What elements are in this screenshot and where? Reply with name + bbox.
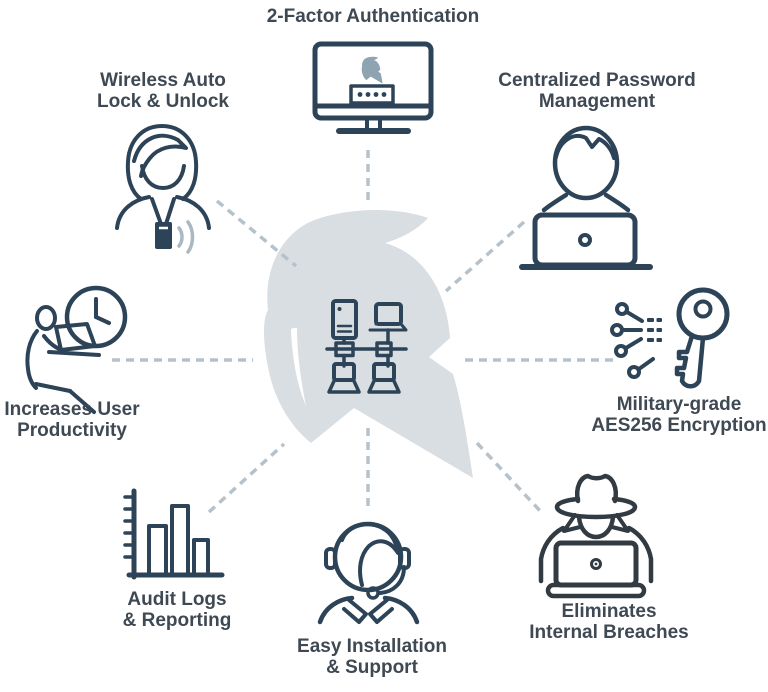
label-audit-logs-reporting: Audit Logs & Reporting (122, 589, 232, 631)
label-centralized-password-management: Centralized Password Management (498, 70, 696, 112)
productivity-clock-icon (25, 285, 128, 414)
label-eliminates-internal-breaches: Eliminates Internal Breaches (529, 601, 689, 643)
connector-top-left (215, 199, 298, 268)
label-easy-installation-support: Easy Installation & Support (297, 636, 447, 678)
user-laptop-icon (519, 125, 653, 270)
dashed-connector-lines (112, 150, 618, 516)
connector-bottom-right (475, 441, 545, 516)
connector-top-right (444, 220, 526, 293)
employee-keyfob-icon (115, 124, 211, 254)
monitor-password-icon (312, 41, 434, 134)
wireless-waves (177, 226, 184, 248)
keyfob (155, 222, 172, 249)
connector-bottom-left (207, 442, 286, 514)
support-headset-icon (317, 521, 420, 625)
label-wireless-auto-lock-unlock: Wireless Auto Lock & Unlock (97, 70, 229, 112)
bar-chart-icon (123, 488, 225, 580)
network-diagram-icon (325, 299, 408, 394)
spy-laptop-icon (538, 473, 654, 599)
label-two-factor-authentication: 2-Factor Authentication (266, 6, 480, 27)
label-military-grade-aes256-encryption: Military-grade AES256 Encryption (591, 394, 767, 436)
encryption-key-icon (610, 287, 730, 389)
spartan-helmet-screen-logo (361, 56, 383, 84)
label-increases-user-productivity: Increases User Productivity (4, 399, 140, 441)
spartan-helmet-watermark (263, 210, 473, 478)
